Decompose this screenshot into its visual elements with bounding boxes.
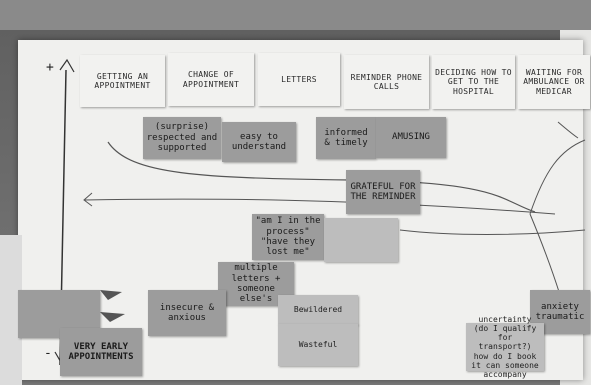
header-card-reminder-calls: Reminder phone calls	[344, 55, 429, 109]
note-informed-timely: informed & timely	[316, 117, 376, 159]
note-grateful: GRATEFUL FOR THE REMINDER	[346, 170, 420, 214]
axis-minus-label: -	[44, 346, 52, 361]
header-card-change-appointment: Change of appointment	[168, 53, 254, 106]
note-wasteful: Wasteful	[278, 324, 358, 366]
note-surprise-respected: (surprise) respected and supported	[143, 117, 221, 159]
note-am-i-in-process: "am I in the process" "have they lost me…	[252, 214, 324, 260]
note-anxiety-traumatic: anxiety traumatic	[530, 290, 590, 334]
note-easy-to-understand: easy to understand	[222, 122, 296, 162]
note-amusing: AMUSING	[376, 117, 446, 158]
note-multiple-letters: multiple letters + someone else's	[218, 262, 294, 306]
note-very-early-appointments: VERY EARLY APPOINTMENTS	[60, 328, 142, 376]
note-typed-text	[324, 218, 398, 262]
wall	[0, 0, 591, 30]
note-insecure-anxious: insecure & anxious	[148, 290, 226, 336]
header-card-deciding-transport: Deciding how to get to the hospital	[432, 55, 515, 109]
note-uncertainty: uncertainty (do I qualify for transport?…	[466, 315, 544, 379]
paper-sheet-left	[0, 235, 22, 385]
header-card-getting-appointment: Getting an appointment	[80, 55, 165, 107]
note-bewildered: Bewildered	[278, 295, 358, 325]
axis-plus-label: +	[46, 60, 54, 75]
header-card-waiting-ambulance: Waiting for ambulance or medicar	[518, 55, 590, 109]
header-card-letters: Letters	[258, 53, 340, 106]
